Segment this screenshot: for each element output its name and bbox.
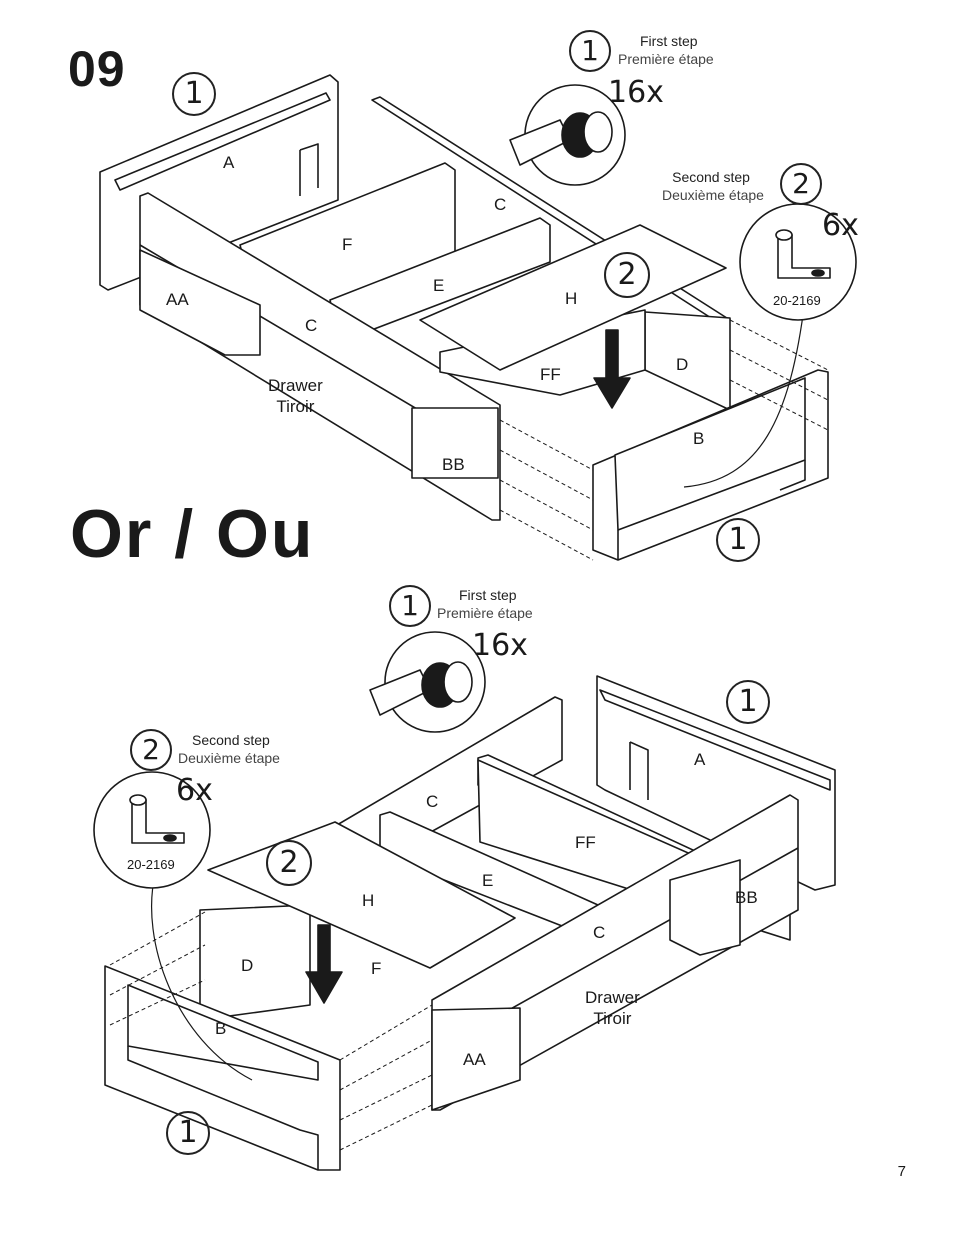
top-drawer-label: Drawer Tiroir <box>268 375 323 417</box>
bottom-label-aa: AA <box>463 1050 486 1069</box>
top-callout-2: 2 <box>604 252 650 298</box>
top-assembly-drawing <box>99 74 829 561</box>
top-part-code: 20-2169 <box>773 293 821 308</box>
top-drawer-en: Drawer <box>268 376 323 395</box>
bottom-bracket-detail <box>93 771 211 889</box>
top-label-e: E <box>433 276 445 295</box>
bottom-second-step-qty: 6x <box>176 773 213 808</box>
top-label-b: B <box>693 429 705 448</box>
bottom-label-c-front: C <box>593 923 606 942</box>
top-label-f: F <box>342 235 353 254</box>
top-first-step-en: First step <box>640 33 698 49</box>
top-down-arrow-icon <box>593 329 631 409</box>
top-first-step-fr: Première étape <box>618 51 714 67</box>
top-label-d: D <box>676 355 689 374</box>
top-label-c-back: C <box>494 195 507 214</box>
bottom-first-step-num: 1 <box>389 585 431 627</box>
bottom-first-step-label: First step Première étape <box>437 586 533 622</box>
bottom-callout-1: 1 <box>726 680 770 724</box>
bottom-first-step-qty: 16x <box>472 628 528 663</box>
top-label-ff: FF <box>540 365 561 384</box>
bottom-label-e: E <box>482 871 494 890</box>
bottom-label-c-back: C <box>426 792 439 811</box>
bottom-second-step-num: 2 <box>130 729 172 771</box>
bottom-drawer-label: Drawer Tiroir <box>585 987 640 1029</box>
bottom-label-a: A <box>694 750 706 769</box>
bottom-label-h: H <box>362 891 375 910</box>
bottom-second-step-fr: Deuxième étape <box>178 750 280 766</box>
top-label-bb: BB <box>442 455 465 474</box>
bottom-callout-3: 1 <box>166 1111 210 1155</box>
bottom-label-f: F <box>371 959 382 978</box>
top-camlock-detail <box>509 84 626 186</box>
bottom-drawer-en: Drawer <box>585 988 640 1007</box>
bottom-part-code: 20-2169 <box>127 857 175 872</box>
bottom-down-arrow-icon <box>305 924 343 1004</box>
bottom-first-step-en: First step <box>459 587 517 603</box>
bottom-box-aa <box>431 1007 521 1111</box>
top-second-step-label: Second step Deuxième étape <box>662 168 764 204</box>
top-second-step-fr: Deuxième étape <box>662 187 764 203</box>
top-second-step-en: Second step <box>672 169 750 185</box>
top-callout-1: 1 <box>172 72 216 116</box>
bottom-second-step-label: Second step Deuxième étape <box>178 731 280 767</box>
top-label-h: H <box>565 289 578 308</box>
page-number: 7 <box>897 1163 906 1180</box>
bottom-camlock-detail <box>369 631 486 733</box>
top-first-step-label: First step Première étape <box>618 32 714 68</box>
alternative-heading: Or / Ou <box>70 496 315 572</box>
bottom-label-b: B <box>215 1019 227 1038</box>
top-second-step-num: 2 <box>780 163 822 205</box>
top-box-bb <box>411 407 499 479</box>
top-bracket-detail <box>739 203 857 321</box>
top-label-a: A <box>223 153 235 172</box>
top-panel-h <box>419 224 727 371</box>
bottom-panel-d <box>199 904 311 1021</box>
top-second-step-qty: 6x <box>822 208 859 243</box>
top-label-aa: AA <box>166 290 189 309</box>
bottom-first-step-fr: Première étape <box>437 605 533 621</box>
top-box-aa <box>139 249 261 356</box>
top-callout-3: 1 <box>716 518 760 562</box>
bottom-box-bb <box>669 859 741 956</box>
top-first-step-num: 1 <box>569 30 611 72</box>
top-first-step-qty: 16x <box>608 75 664 110</box>
bottom-label-ff: FF <box>575 833 596 852</box>
bottom-callout-2: 2 <box>266 840 312 886</box>
bottom-second-step-en: Second step <box>192 732 270 748</box>
bottom-drawer-fr: Tiroir <box>593 1009 632 1028</box>
bottom-label-d: D <box>241 956 254 975</box>
top-label-c-front: C <box>305 316 318 335</box>
top-drawer-fr: Tiroir <box>276 397 315 416</box>
bottom-label-bb: BB <box>735 888 758 907</box>
top-rail <box>114 92 331 191</box>
step-number: 09 <box>68 41 126 97</box>
